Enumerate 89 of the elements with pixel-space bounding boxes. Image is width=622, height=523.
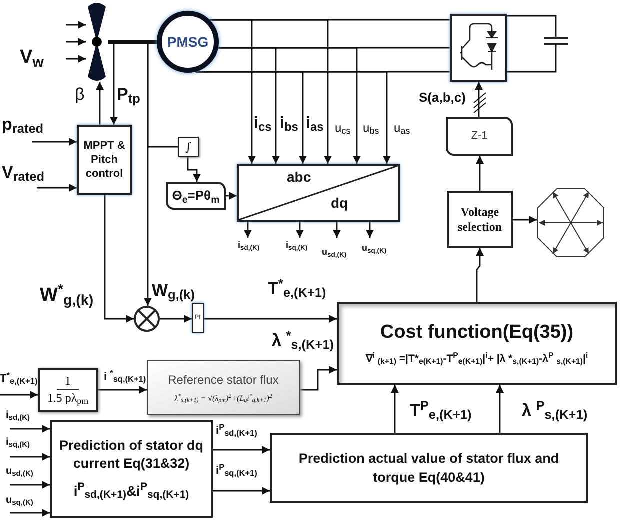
arrow [10,509,50,517]
block-label: Voltage selection [457,204,503,234]
control-block [77,125,132,195]
arrow [296,222,304,238]
summing-junction [134,306,160,332]
prediction-block [50,420,213,518]
arrow [213,446,270,454]
fraction-numerator: 1 [57,374,79,390]
wind-turbine-drawing [86,2,108,82]
arrow [96,82,104,125]
arrow [32,138,77,146]
arrow [210,19,332,164]
connector-line [507,15,557,34]
arrow [160,315,192,323]
arrow [66,38,86,46]
arrow [66,55,86,63]
edge-label: i$_{sq,(K)}$ [286,241,308,250]
selection-block [447,191,513,248]
integrator-block [178,137,199,157]
block-label: Z-1 [471,129,488,144]
arrow [144,41,157,306]
delay-block [446,117,513,156]
edge-label: β [75,86,85,103]
block-label: MPPT & Pitch control [82,139,126,181]
gain-block [38,368,98,412]
edge-label: V$_{rated}$ [2,164,45,181]
edge-label: u$_{bs}$ [363,122,380,134]
flux-formula: λ$^{*}$$_{s,(k+1)}$ = √(λ$_{pm}$)$^{2}$+(L$_{q}$i$^{*}$$_{q,k+1}$)$^{2}$ [174,392,272,404]
arrow [366,222,374,238]
arrow [218,47,361,164]
arrow [204,315,337,323]
angle-formula: Θ$_{e}$=Pθ$_{m}$ [172,187,220,206]
arrow [66,21,86,29]
connector-line [108,40,157,44]
arrow [244,222,252,238]
block-label: Prediction actual value of stator flux and torque Eq(40&41) [298,450,560,487]
arrow [391,385,399,433]
cost-formula: ∇$^{i}$ $_{(k+1)}$ =|T*$_{e(K+1)}$-T$^{P}$$_{e(K+1)}$|$^{i}$+ |λ *$_{s,(K+1)}$-λ$^{P}$ $_{s,(K+1)}$|$^{i}$ [366,352,588,368]
arrow [213,487,270,495]
block-label: Prediction of stator dq current Eq(31&32) [58,436,204,472]
angle-block [166,182,226,210]
cost-function-box [337,302,617,385]
arrow [0,391,38,399]
arrow [226,192,237,200]
connector-line [507,48,557,73]
arrow [476,156,484,191]
arrow [104,195,134,323]
block-label: dq [331,195,348,212]
arrow [333,222,341,238]
arrow [108,41,118,125]
edge-label: i$_{sq,(K)}$ [6,438,30,448]
edge-label: S(a,b,c) [419,91,466,104]
pi-block [192,303,204,333]
arrow [10,425,50,433]
voltage-vector-drawing [537,188,605,258]
arrow [475,82,483,117]
arrow [10,453,50,461]
reference-flux-box [147,360,300,415]
edge-label: u$_{cs}$ [335,122,351,134]
arrow [37,184,77,192]
edge-label: u$_{as}$ [394,122,410,134]
edge-label: i$_{sd,(K)}$ [6,411,30,421]
capacitor-symbol [544,34,568,48]
transform-block [237,164,400,222]
edge-label: u$_{sq,(K)}$ [6,496,34,506]
edge-label: u$_{sd,(K)}$ [322,248,347,257]
prediction-block [270,433,588,503]
signal-label: V$_{w}$ [20,48,44,67]
edge-label: i$_{bs}$ [280,116,298,132]
arrow [300,366,337,391]
block-title: Reference stator flux [168,372,279,388]
arrow [496,385,504,433]
edge-label: u$_{sq,(K)}$ [362,244,387,253]
arrow [10,481,50,489]
edge-label: u$_{sd,(K)}$ [6,467,34,477]
edge-label: p$_{rated}$ [2,116,44,133]
generator-label: PMSG [167,32,209,52]
block-title: Cost function(Eq(35)) [380,321,574,346]
converter-box [450,14,507,82]
edge-label: i$_{sd,(K)}$ [238,241,260,250]
edge-label: i$_{cs}$ [254,116,272,132]
integral-sign: ∫ [185,139,192,156]
arrow [513,216,537,224]
edge-label: i$_{as}$ [306,116,324,132]
arrow [476,248,484,302]
arrow [98,386,147,394]
block-label: abc [287,169,312,186]
arrow [187,157,201,182]
fraction-denominator: 1.5 pλ$_{pm}$ [47,390,89,406]
